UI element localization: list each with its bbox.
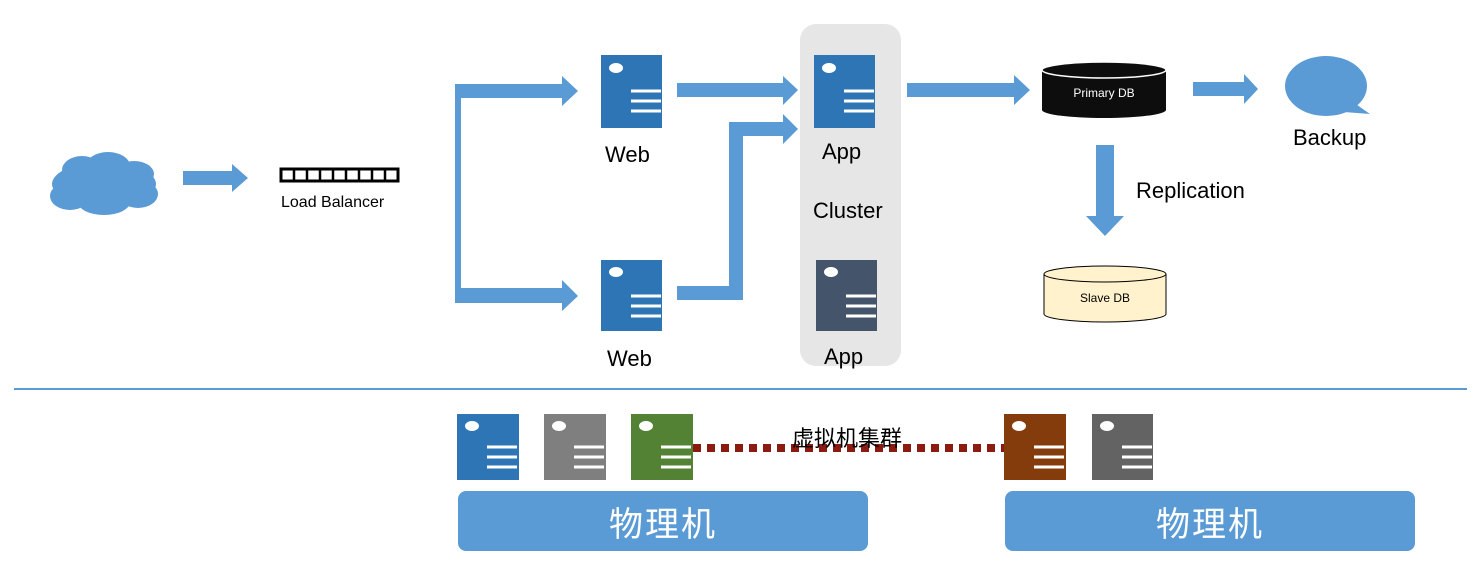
- cluster-label: Cluster: [813, 198, 883, 223]
- vm-cluster-label: 虚拟机集群: [792, 427, 903, 452]
- server-icon: [814, 55, 876, 128]
- server-icon: [544, 414, 606, 480]
- database-icon: [1041, 61, 1167, 118]
- arrow-app-to-db: [907, 75, 1030, 105]
- server-icon: [816, 260, 878, 331]
- slave-db-label: Slave DB: [1079, 291, 1131, 305]
- web-top-label: Web: [605, 142, 650, 167]
- app-top-label: App: [822, 139, 862, 164]
- backup-label: Backup: [1293, 125, 1367, 150]
- arrow-replication: [1086, 145, 1124, 236]
- load-balancer-label: Load Balancer: [281, 194, 385, 211]
- primary-db-label: Primary DB: [1073, 86, 1135, 100]
- server-icon: [457, 414, 519, 480]
- database-icon: [1043, 265, 1167, 323]
- web-bottom-label: Web: [607, 346, 652, 371]
- server-icon: [631, 414, 693, 480]
- arrow-cloud-to-lb: [183, 164, 248, 192]
- replication-label: Replication: [1136, 178, 1245, 203]
- physical-machine-right-label: 物理机: [1156, 504, 1264, 545]
- arrow-db-to-backup: [1193, 74, 1258, 104]
- physical-machine-right: 物理机: [1005, 491, 1415, 551]
- arrow-lb-to-web-split: [455, 76, 578, 311]
- server-icon: [1092, 414, 1154, 480]
- physical-machine-left-label: 物理机: [609, 504, 717, 545]
- server-icon: [1004, 414, 1066, 480]
- arrow-web-to-app-top: [677, 76, 798, 105]
- cloud-icon: [50, 152, 158, 215]
- server-icon: [601, 260, 663, 331]
- arrow-web-to-app-elbow: [677, 114, 798, 300]
- load-balancer-icon: [279, 167, 400, 183]
- app-bottom-label: App: [824, 344, 864, 369]
- backup-bubble-icon: [1285, 56, 1370, 116]
- server-icon: [601, 55, 663, 128]
- physical-machine-left: 物理机: [458, 491, 868, 551]
